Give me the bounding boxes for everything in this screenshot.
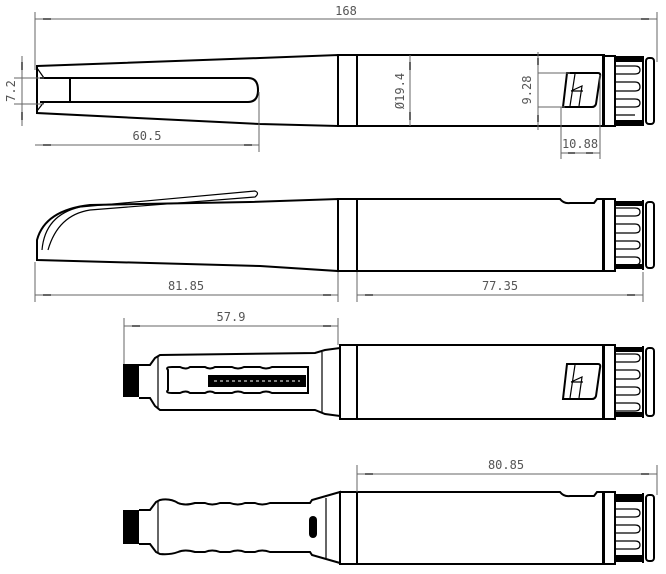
dim-57-9-label: 57.9 xyxy=(217,310,246,324)
dimension-window-width: 10.88 xyxy=(560,75,601,159)
view-1-top-with-cap: 168 7.2 xyxy=(4,4,658,159)
view-4-side-cap-removed: 80.85 xyxy=(123,458,658,565)
knob xyxy=(602,55,655,127)
dim-80-85-label: 80.85 xyxy=(488,458,524,472)
dim-168-label: 168 xyxy=(335,4,357,18)
clip-slot xyxy=(40,77,260,103)
nib-thread xyxy=(123,510,139,544)
cap-side-outline xyxy=(36,197,339,273)
grip-window xyxy=(166,366,309,394)
dimension-clip-length: 60.5 xyxy=(35,92,260,152)
knob xyxy=(602,344,655,420)
knob xyxy=(602,491,655,565)
knob xyxy=(602,198,655,272)
dimension-window-height: 9.28 xyxy=(520,52,570,130)
dim-77-35-label: 77.35 xyxy=(482,279,518,293)
grip-slot xyxy=(309,516,317,538)
dimension-clip-slot-width: 7.2 xyxy=(4,56,44,126)
dimension-overall-length: 168 xyxy=(34,4,658,70)
dim-diameter-label: Ø19.4 xyxy=(393,73,407,109)
dimension-cap-length: 81.85 xyxy=(34,262,339,302)
dimension-body-length: 77.35 xyxy=(356,272,644,302)
cap-outline xyxy=(36,53,339,128)
pocket-clip xyxy=(41,190,259,251)
view-2-side-with-cap: 81.85 77.35 xyxy=(34,190,655,302)
dim-81-85-label: 81.85 xyxy=(168,279,204,293)
dimension-body-length: 80.85 xyxy=(356,458,658,495)
window-icon xyxy=(561,363,602,400)
dim-9-28-label: 9.28 xyxy=(520,76,534,105)
dimension-grip-length: 57.9 xyxy=(123,310,339,364)
window-icon xyxy=(561,72,602,108)
dim-7-2-label: 7.2 xyxy=(4,80,18,102)
dim-60-5-label: 60.5 xyxy=(133,129,162,143)
dim-10-88-label: 10.88 xyxy=(562,137,598,151)
dimension-barrel-diameter: Ø19.4 xyxy=(393,55,411,126)
view-3-top-cap-removed: 57.9 xyxy=(123,310,655,420)
nib-thread xyxy=(123,364,139,397)
